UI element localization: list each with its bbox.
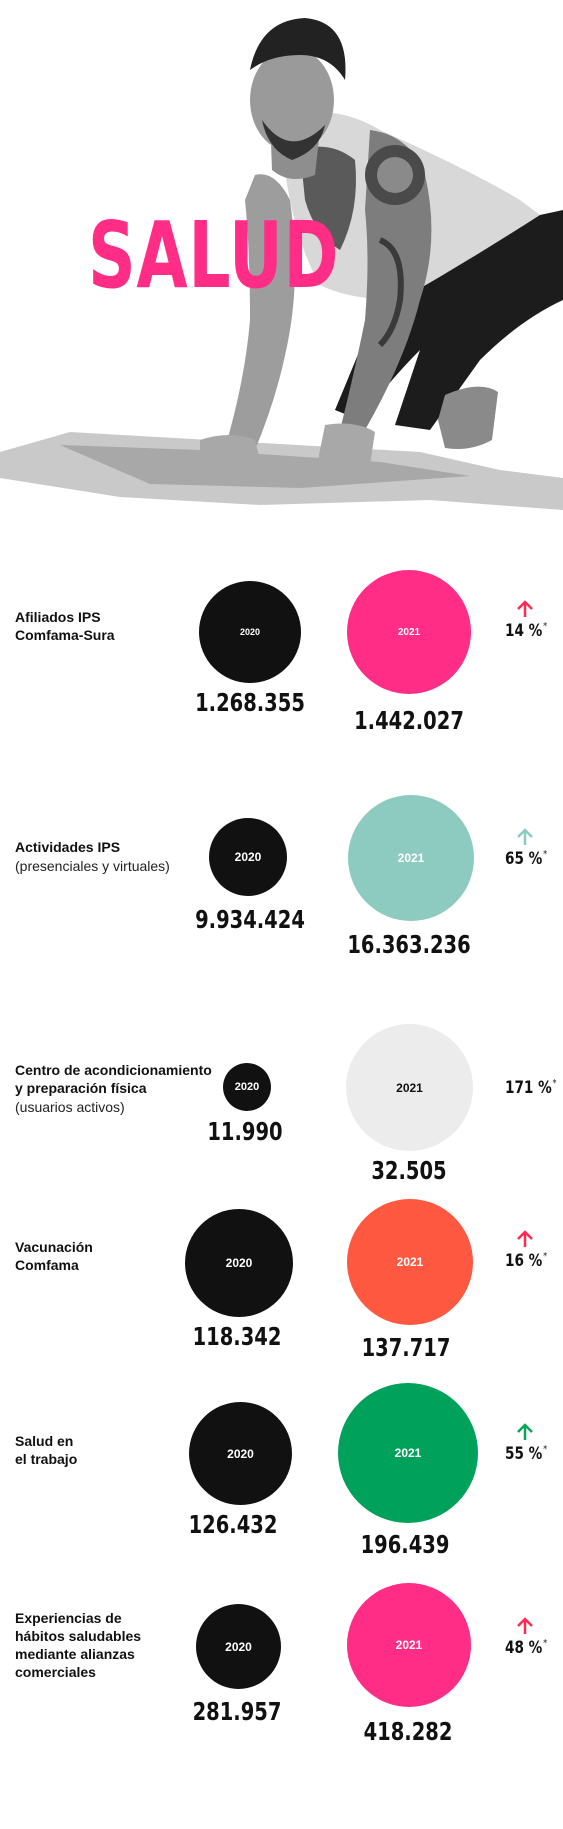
arrow-up-icon xyxy=(517,600,533,617)
value-2021-salud-trabajo: 196.439 xyxy=(360,1530,450,1559)
year-label: 2021 xyxy=(395,1638,423,1652)
metric-title: Experiencias de hábitos saludables media… xyxy=(15,1610,142,1680)
year-label: 2021 xyxy=(397,851,425,865)
year-label: 2020 xyxy=(234,1081,260,1093)
value-2020-salud-trabajo: 126.432 xyxy=(188,1510,278,1539)
value-2021-afiliados: 1.442.027 xyxy=(354,706,464,735)
arrow-up-icon xyxy=(517,1230,533,1247)
arrow-up-icon xyxy=(517,1423,533,1440)
circle-2021-experiencias: 2021 xyxy=(347,1583,471,1707)
value-2021-actividades: 16.363.236 xyxy=(347,930,471,959)
metric-label-centro: Centro de acondicionamiento y preparació… xyxy=(15,1061,212,1116)
hero-photo xyxy=(0,18,563,510)
year-label: 2020 xyxy=(234,850,262,864)
year-label: 2020 xyxy=(239,627,261,637)
value-2021-experiencias: 418.282 xyxy=(363,1717,453,1746)
circle-2021-actividades: 2021 xyxy=(348,795,474,921)
year-label: 2020 xyxy=(225,1256,253,1270)
metric-title: Centro de acondicionamiento y preparació… xyxy=(15,1062,212,1096)
metric-label-actividades: Actividades IPS (presenciales y virtuale… xyxy=(15,838,170,875)
metric-subtitle: (presenciales y virtuales) xyxy=(15,858,170,874)
metric-label-afiliados: Afiliados IPS Comfama-Sura xyxy=(15,608,115,644)
value-2020-experiencias: 281.957 xyxy=(192,1697,282,1726)
circle-2020-vacunacion: 2020 xyxy=(185,1209,293,1317)
metric-label-vacunacion: Vacunación Comfama xyxy=(15,1238,93,1274)
year-label: 2021 xyxy=(397,626,421,638)
year-label: 2021 xyxy=(396,1255,424,1269)
growth-centro: 171 %* xyxy=(505,1078,557,1098)
metric-title: Vacunación Comfama xyxy=(15,1239,93,1273)
year-label: 2020 xyxy=(225,1639,252,1654)
year-label: 2021 xyxy=(396,1080,423,1095)
value-2020-afiliados: 1.268.355 xyxy=(195,688,305,717)
growth-salud-trabajo: 55 %* xyxy=(505,1444,548,1464)
growth-afiliados: 14 %* xyxy=(505,621,548,641)
value-2021-centro: 32.505 xyxy=(371,1156,447,1185)
circle-2021-afiliados: 2021 xyxy=(347,570,471,694)
value-2020-vacunacion: 118.342 xyxy=(192,1322,282,1351)
value-2020-centro: 11.990 xyxy=(207,1117,283,1146)
circle-2020-centro: 2020 xyxy=(223,1063,271,1111)
year-label: 2020 xyxy=(227,1446,254,1461)
metric-title: Actividades IPS xyxy=(15,839,121,855)
circle-2020-actividades: 2020 xyxy=(209,818,287,896)
metric-label-experiencias: Experiencias de hábitos saludables media… xyxy=(15,1609,141,1681)
hero-section: SALUD xyxy=(0,0,563,520)
value-2020-actividades: 9.934.424 xyxy=(195,905,305,934)
metric-title: Afiliados IPS Comfama-Sura xyxy=(15,609,115,643)
circle-2020-salud-trabajo: 2020 xyxy=(189,1402,292,1505)
growth-vacunacion: 16 %* xyxy=(505,1251,548,1271)
circle-2021-salud-trabajo: 2021 xyxy=(338,1383,478,1523)
circle-2020-experiencias: 2020 xyxy=(196,1604,281,1689)
year-label: 2021 xyxy=(394,1446,422,1460)
growth-actividades: 65 %* xyxy=(505,849,548,869)
circle-2021-vacunacion: 2021 xyxy=(347,1199,473,1325)
metric-title: Salud en el trabajo xyxy=(15,1433,78,1467)
metric-subtitle: (usuarios activos) xyxy=(15,1099,125,1115)
arrow-up-icon xyxy=(517,1617,533,1634)
arrow-up-icon xyxy=(517,828,533,845)
circle-2021-centro: 2021 xyxy=(346,1024,473,1151)
metric-label-salud-trabajo: Salud en el trabajo xyxy=(15,1432,77,1468)
growth-experiencias: 48 %* xyxy=(505,1638,548,1658)
circle-2020-afiliados: 2020 xyxy=(199,581,301,683)
value-2021-vacunacion: 137.717 xyxy=(361,1333,451,1362)
page-title: SALUD xyxy=(88,202,340,309)
